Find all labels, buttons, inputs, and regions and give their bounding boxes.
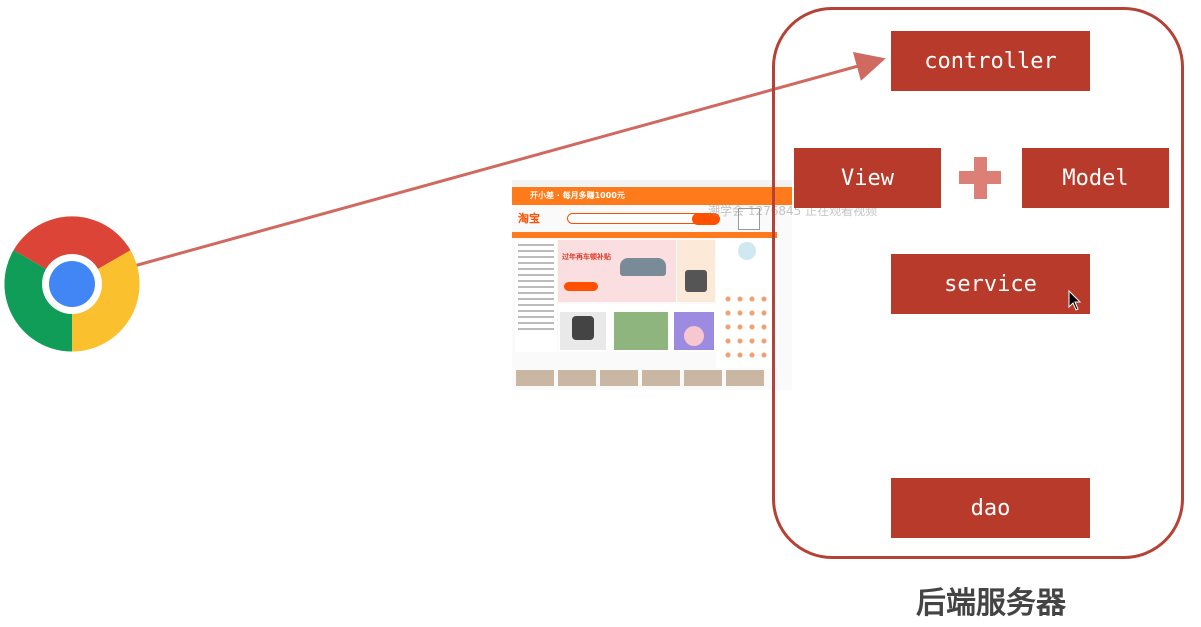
- thumb-products: [558, 304, 716, 352]
- product-game: [614, 312, 668, 350]
- thumb-promo-bar: 开小差 · 每月多赚1000元: [512, 187, 792, 205]
- plus-icon-bar: [959, 171, 1001, 184]
- thumb-topbar: [512, 180, 792, 186]
- thumb-icon-grid: [722, 292, 772, 362]
- thumb-product-strip: [516, 370, 776, 390]
- product-toy: [674, 312, 714, 350]
- server-caption: 后端服务器: [916, 586, 1066, 621]
- thumb-side-ad: [677, 240, 715, 302]
- thumb-banner-button: [564, 282, 598, 291]
- side-ad-image: [685, 270, 707, 292]
- thumb-nav: [512, 232, 777, 238]
- thumb-banner-text: 过年再车顿补贴: [562, 253, 611, 261]
- view-box: View: [794, 148, 941, 208]
- chrome-browser-icon: [4, 216, 140, 352]
- product-rice-cooker: [560, 312, 606, 350]
- controller-box: controller: [891, 31, 1090, 91]
- thumb-promo-text: 开小差 · 每月多赚1000元: [530, 191, 625, 200]
- thumb-categories: [515, 240, 557, 352]
- taobao-screenshot: 开小差 · 每月多赚1000元 淘宝 过年再车顿补贴 潮学会 1276845 正…: [512, 180, 877, 390]
- mouse-cursor-icon: [1068, 289, 1082, 311]
- thumb-search-button: [692, 213, 720, 225]
- avatar: [738, 242, 756, 260]
- backend-server-boundary: [772, 7, 1184, 559]
- thumb-banner: 过年再车顿补贴: [558, 240, 676, 302]
- service-box: service: [891, 254, 1090, 314]
- model-box: Model: [1022, 148, 1169, 208]
- thumb-logo: 淘宝: [518, 212, 540, 225]
- car-image: [620, 258, 666, 276]
- thumb-user-panel: [716, 238, 778, 368]
- dao-box: dao: [891, 478, 1090, 538]
- thumb-qrcode: [738, 208, 760, 230]
